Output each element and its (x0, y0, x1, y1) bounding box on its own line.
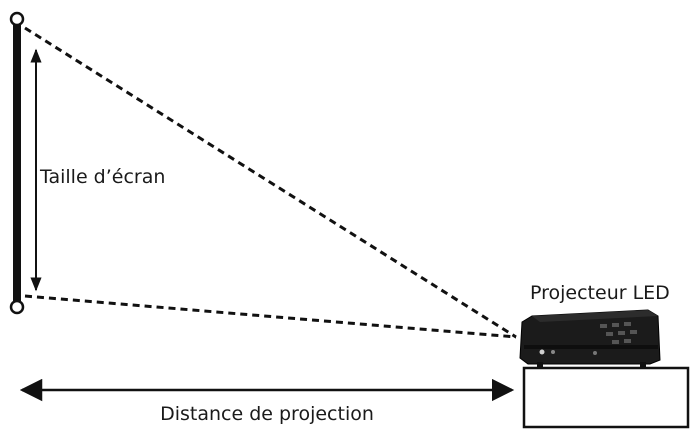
projection-distance-label: Distance de projection (160, 403, 374, 425)
led-projector-icon (519, 309, 661, 368)
projector-label: Projecteur LED (530, 282, 670, 304)
screen-top-handle (9, 11, 25, 27)
projection-screen (13, 21, 21, 305)
screen-size-label: Taille d’écran (39, 166, 165, 188)
table-stand-icon (522, 366, 690, 429)
projection-ray-top (24, 26, 517, 339)
screen-bottom-handle (9, 299, 25, 315)
projection-ray-bottom (24, 294, 517, 339)
